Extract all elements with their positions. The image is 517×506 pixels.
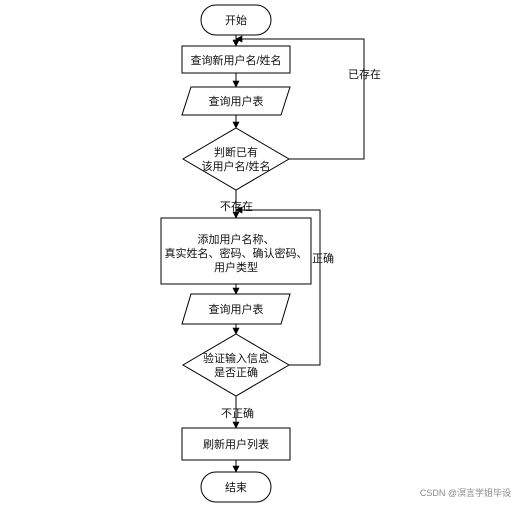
watermark: CSDN @溟言学姐毕设 xyxy=(420,487,511,498)
node-decision-exists-line-1: 判断已有 xyxy=(214,145,258,159)
edge-exists-loop xyxy=(235,35,365,160)
node-decision-exists: 判断已有 该用户名/姓名 xyxy=(182,127,290,191)
edge-label-not-exists: 不存在 xyxy=(220,199,253,213)
node-end: 结束 xyxy=(200,471,272,503)
node-end-label: 结束 xyxy=(225,481,247,494)
node-refresh: 刷新用户列表 xyxy=(181,427,291,461)
node-add-user-line-1: 添加用户名称、 xyxy=(198,232,275,246)
edge-label-correct: 正确 xyxy=(312,252,334,265)
node-query-table-1-label: 查询用户表 xyxy=(209,94,264,108)
node-decision-exists-line-2: 该用户名/姓名 xyxy=(201,159,270,173)
node-query-table-2-label: 查询用户表 xyxy=(209,302,264,316)
node-start: 开始 xyxy=(200,4,272,36)
node-query-table-1: 查询用户表 xyxy=(181,86,291,116)
edge-label-exists: 已存在 xyxy=(348,67,381,81)
edge-correct-loop xyxy=(235,206,321,366)
node-decision-valid: 验证输入信息 是否正确 xyxy=(182,333,290,397)
node-refresh-label: 刷新用户列表 xyxy=(203,437,269,451)
node-add-user: 添加用户名称、 真实姓名、密码、确认密码、 用户类型 xyxy=(160,217,312,285)
node-add-user-line-3: 用户类型 xyxy=(214,260,258,274)
node-add-user-line-2: 真实姓名、密码、确认密码、 xyxy=(165,246,308,260)
edges xyxy=(232,35,365,473)
node-start-label: 开始 xyxy=(225,13,247,27)
edge-label-incorrect: 不正确 xyxy=(221,407,254,420)
node-decision-valid-line-2: 是否正确 xyxy=(214,366,258,379)
node-query-new: 查询新用户名/姓名 xyxy=(181,45,291,74)
node-query-table-2: 查询用户表 xyxy=(181,293,291,325)
node-decision-valid-line-1: 验证输入信息 xyxy=(203,351,269,365)
node-query-new-label: 查询新用户名/姓名 xyxy=(190,53,281,67)
